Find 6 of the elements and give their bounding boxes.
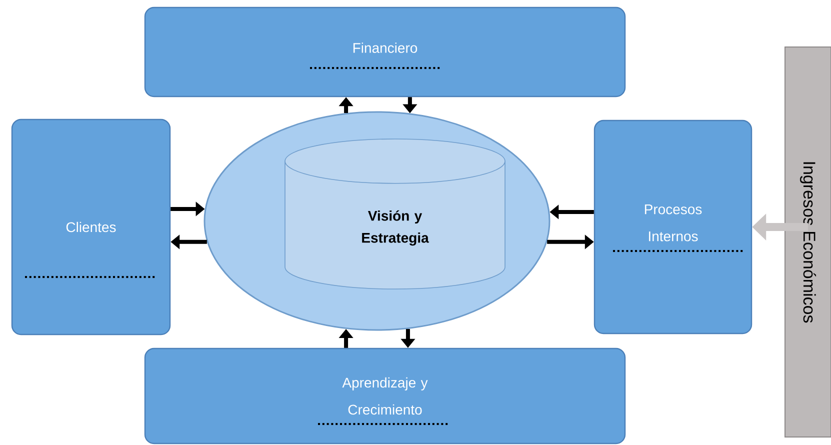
cylinder: Visión y Estrategia xyxy=(284,138,506,290)
side-band: Ingresos Económicos xyxy=(784,46,831,438)
perspective-box: Procesos Internos xyxy=(594,120,752,334)
perspective-box: Clientes xyxy=(11,118,171,336)
perspective-box: Financiero xyxy=(144,6,626,98)
perspective-box: Aprendizaje y Crecimiento xyxy=(144,348,626,444)
